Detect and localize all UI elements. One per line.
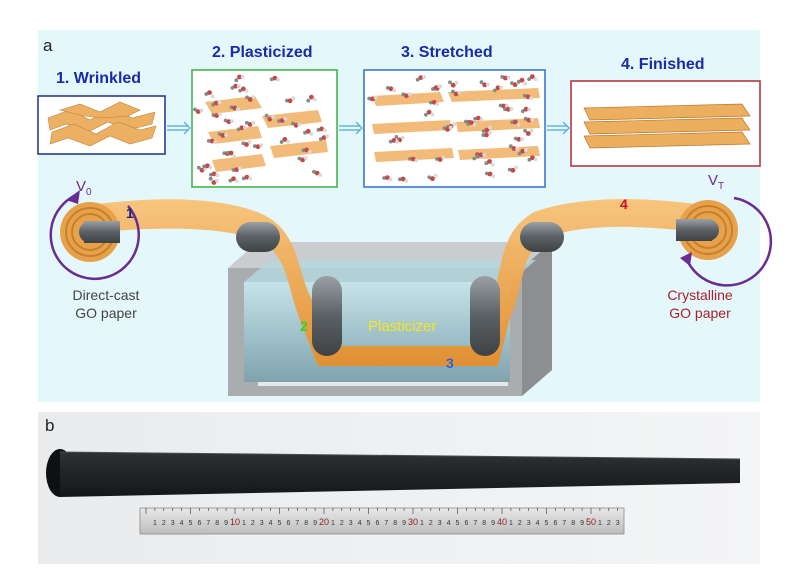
ruler-minor-number: 5: [367, 520, 371, 527]
ruler-minor-number: 8: [304, 520, 308, 527]
arrow-2-3: [339, 121, 363, 135]
ruler-minor-number: 1: [598, 520, 602, 527]
ruler-minor-number: 7: [562, 520, 566, 527]
step-3-title: 3. Stretched: [401, 44, 493, 61]
go-film: [84, 199, 712, 366]
left-roll: [60, 202, 120, 262]
right-rotation-arrowhead-icon: [680, 252, 692, 266]
step-box-stretched: [363, 69, 546, 188]
ruler-major-number: 40: [497, 517, 507, 527]
right-roll-caption: Crystalline GO paper: [667, 287, 733, 321]
ruler-major-number: 30: [408, 517, 418, 527]
step-4-title: 4. Finished: [621, 56, 705, 73]
ruler-minor-number: 4: [536, 520, 540, 527]
ruler-major-number: 50: [586, 517, 596, 527]
ruler-minor-number: 4: [269, 520, 273, 527]
marker-4: 4: [620, 196, 628, 212]
left-rotation-arrow-icon: [49, 194, 140, 280]
right-velocity-label: VT: [708, 172, 725, 192]
panel-b-letter: b: [45, 416, 55, 435]
ruler-minor-number: 2: [429, 520, 433, 527]
guide-rollers: [236, 222, 564, 356]
ruler-minor-number: 7: [206, 520, 210, 527]
ruler-minor-number: 5: [456, 520, 460, 527]
step-1-title: 1. Wrinkled: [56, 70, 142, 87]
ruler-minor-number: 2: [251, 520, 255, 527]
ruler-minor-number: 8: [215, 520, 219, 527]
ruler-minor-number: 9: [224, 520, 228, 527]
step-box-wrinkled: [37, 95, 166, 155]
ruler-minor-number: 1: [331, 520, 335, 527]
ruler-minor-number: 4: [358, 520, 362, 527]
ruler-minor-number: 4: [180, 520, 184, 527]
go-paper-strip: [46, 449, 741, 497]
ruler-minor-number: 3: [260, 520, 264, 527]
ruler-minor-number: 1: [509, 520, 513, 527]
marker-1: 1: [126, 205, 134, 221]
ruler-minor-number: 3: [171, 520, 175, 527]
ruler-minor-number: 6: [197, 520, 201, 527]
ruler-minor-number: 2: [518, 520, 522, 527]
plasticizer-bath: [228, 242, 552, 396]
marker-2: 2: [300, 318, 308, 334]
step-box-finished: [570, 80, 761, 167]
ruler-minor-number: 7: [473, 520, 477, 527]
ruler-minor-number: 1: [153, 520, 157, 527]
ruler-minor-number: 3: [438, 520, 442, 527]
ruler-minor-number: 7: [384, 520, 388, 527]
left-velocity-label: V0: [76, 178, 92, 198]
ruler-minor-number: 3: [616, 520, 620, 527]
ruler-minor-number: 9: [580, 520, 584, 527]
ruler-minor-number: 5: [545, 520, 549, 527]
left-rotation-arrowhead-icon: [66, 190, 80, 204]
ruler-minor-number: 6: [375, 520, 379, 527]
bath-label: Plasticizer: [368, 318, 437, 335]
ruler-minor-number: 9: [402, 520, 406, 527]
ruler-major-number: 20: [319, 517, 329, 527]
ruler-minor-number: 7: [295, 520, 299, 527]
ruler-minor-number: 6: [286, 520, 290, 527]
ruler-minor-number: 5: [189, 520, 193, 527]
ruler-minor-number: 2: [162, 520, 166, 527]
ruler-minor-number: 9: [313, 520, 317, 527]
ruler-minor-number: 8: [482, 520, 486, 527]
right-roll: [676, 200, 738, 260]
ruler-minor-number: 4: [447, 520, 451, 527]
ruler-major-number: 10: [230, 517, 240, 527]
ruler-minor-number: 8: [571, 520, 575, 527]
ruler-minor-number: 5: [278, 520, 282, 527]
ruler-minor-number: 3: [349, 520, 353, 527]
ruler-minor-number: 9: [491, 520, 495, 527]
step-box-plasticized: [191, 69, 338, 188]
ruler-minor-number: 8: [393, 520, 397, 527]
right-rotation-arrow-icon: [686, 196, 773, 287]
ruler-minor-number: 3: [527, 520, 531, 527]
arrow-3-4: [547, 121, 570, 135]
marker-3: 3: [446, 355, 454, 371]
panel-a-letter: a: [43, 36, 53, 55]
ruler-minor-number: 2: [340, 520, 344, 527]
ruler-minor-number: 6: [553, 520, 557, 527]
step-2-title: 2. Plasticized: [212, 44, 313, 61]
ruler-minor-number: 1: [420, 520, 424, 527]
ruler-minor-number: 1: [242, 520, 246, 527]
ruler-minor-number: 6: [464, 520, 468, 527]
arrow-1-2: [167, 121, 191, 135]
ruler-minor-number: 2: [607, 520, 611, 527]
left-roll-caption: Direct-cast GO paper: [72, 287, 140, 321]
